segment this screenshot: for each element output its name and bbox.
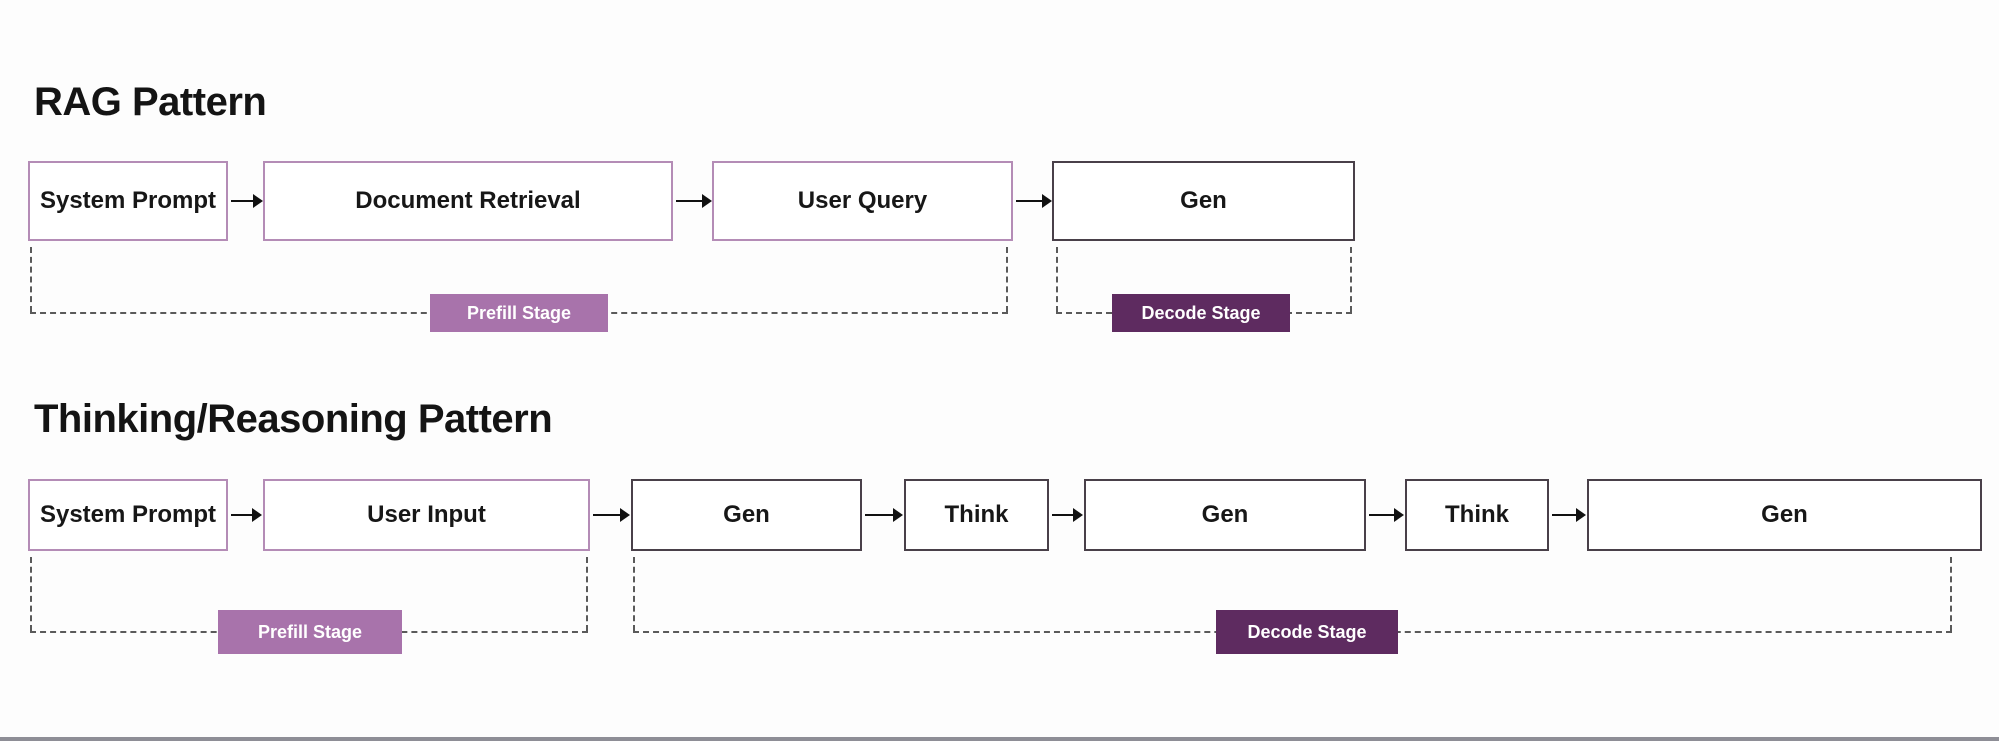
thinking-reasoning-pattern-title: Thinking/Reasoning Pattern bbox=[34, 397, 553, 441]
flow-arrow bbox=[865, 508, 903, 522]
flow-arrow bbox=[676, 194, 712, 208]
decode-bracket-left bbox=[633, 557, 635, 631]
prefill-bracket-left bbox=[30, 247, 32, 312]
decode-stage-badge: Decode Stage bbox=[1216, 610, 1398, 654]
decode-bracket-left bbox=[1056, 247, 1058, 312]
node-user-input: User Input bbox=[263, 479, 590, 551]
prefill-stage-badge: Prefill Stage bbox=[430, 294, 608, 332]
decode-bracket-right bbox=[1350, 247, 1352, 312]
rag-pattern-title: RAG Pattern bbox=[34, 80, 267, 124]
flow-arrow bbox=[1052, 508, 1083, 522]
flow-arrow bbox=[231, 508, 262, 522]
node-think: Think bbox=[1405, 479, 1549, 551]
node-gen: Gen bbox=[1052, 161, 1355, 241]
node-document-retrieval: Document Retrieval bbox=[263, 161, 673, 241]
flow-arrow bbox=[1369, 508, 1404, 522]
prefill-bracket-right bbox=[1006, 247, 1008, 312]
flow-arrow bbox=[593, 508, 630, 522]
node-system-prompt: System Prompt bbox=[28, 479, 228, 551]
decode-bracket-right bbox=[1950, 557, 1952, 631]
prefill-stage-badge: Prefill Stage bbox=[218, 610, 402, 654]
prefill-bracket-right bbox=[586, 557, 588, 631]
node-user-query: User Query bbox=[712, 161, 1013, 241]
node-gen: Gen bbox=[1587, 479, 1982, 551]
node-think: Think bbox=[904, 479, 1049, 551]
prefill-bracket-left bbox=[30, 557, 32, 631]
flow-arrow bbox=[231, 194, 263, 208]
node-gen: Gen bbox=[631, 479, 862, 551]
decode-stage-badge: Decode Stage bbox=[1112, 294, 1290, 332]
node-system-prompt: System Prompt bbox=[28, 161, 228, 241]
flow-arrow bbox=[1016, 194, 1052, 208]
node-gen: Gen bbox=[1084, 479, 1366, 551]
window-bottom-edge bbox=[0, 737, 1999, 741]
flow-arrow bbox=[1552, 508, 1586, 522]
